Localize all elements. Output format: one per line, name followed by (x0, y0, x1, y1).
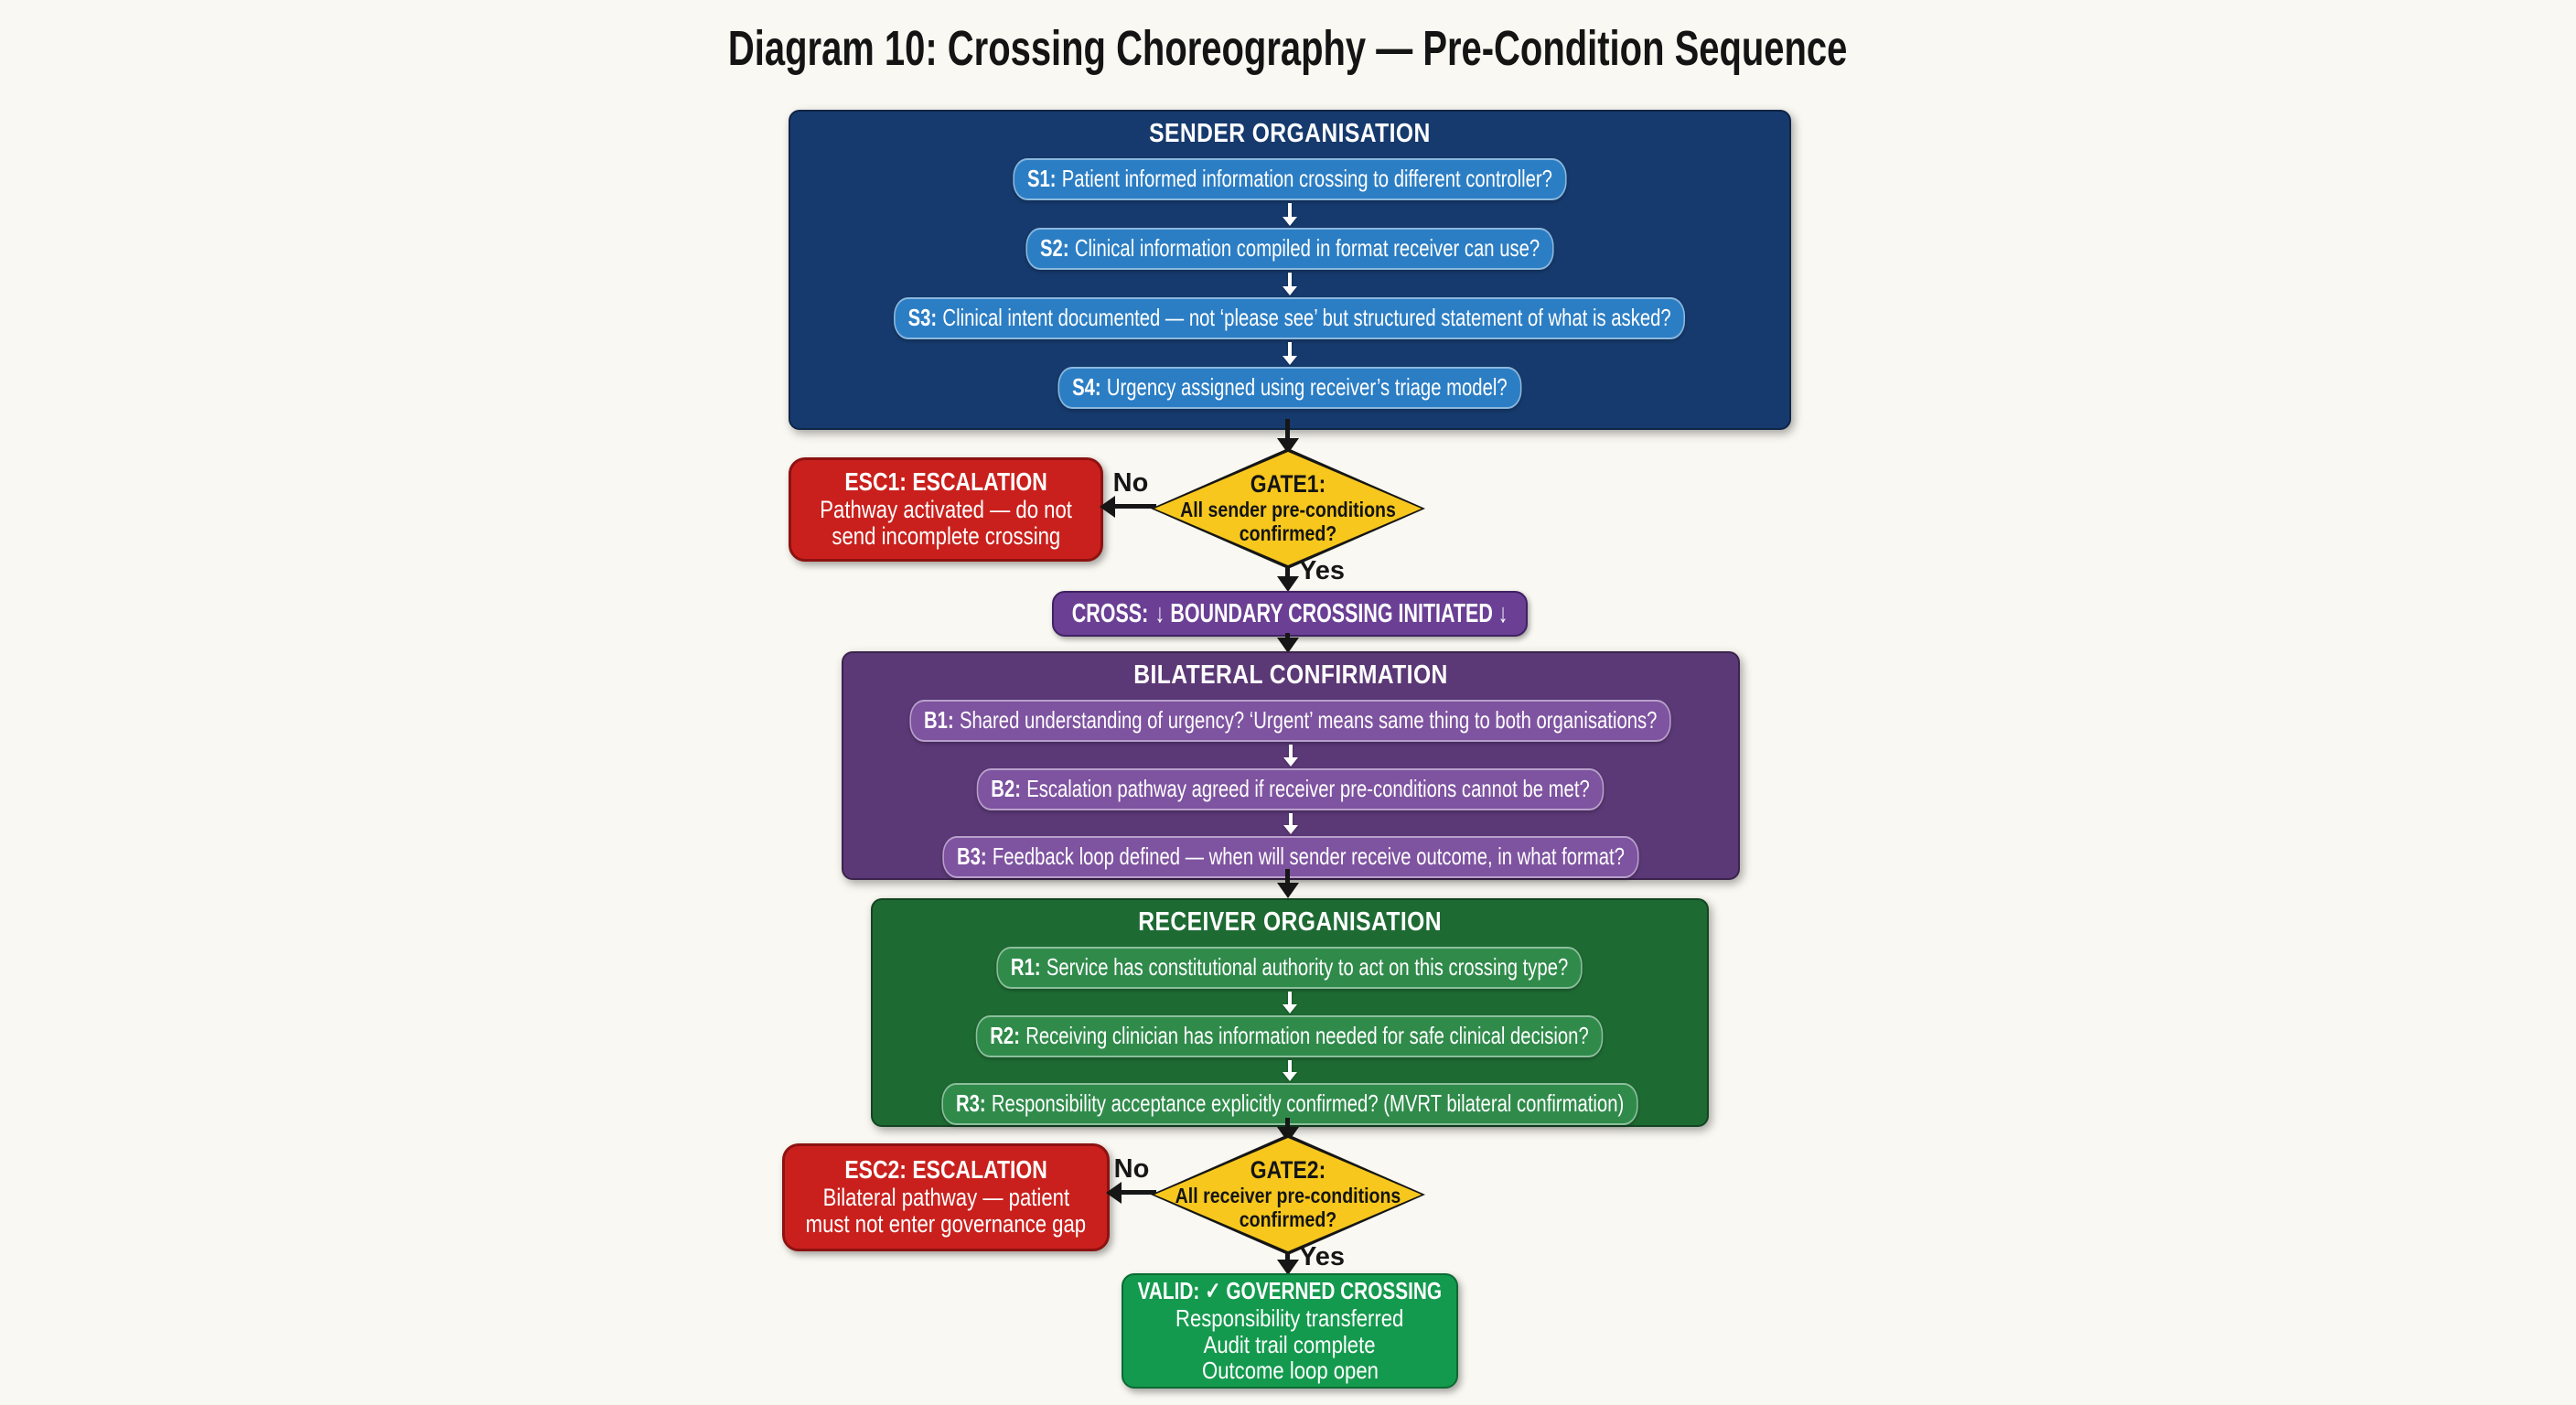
item-id: S2: (1039, 234, 1069, 263)
valid-line: Outcome loop open (1201, 1357, 1379, 1385)
gate2-diamond: GATE2: All receiver pre-conditions confi… (1151, 1134, 1425, 1255)
item-id: S4: (1072, 373, 1101, 402)
diagram-title: Diagram 10: Crossing Choreography — Pre-… (0, 20, 2576, 77)
item-text: Shared understanding of urgency? ‘Urgent… (960, 706, 1658, 735)
no-label: No (1113, 1154, 1150, 1184)
gate1-name: GATE1: (1250, 470, 1326, 499)
cross-banner: CROSS:↓ BOUNDARY CROSSING INITIATED ↓ (1052, 591, 1528, 637)
no-label: No (1112, 468, 1149, 498)
bilateral-item-b2: B2:Escalation pathway agreed if receiver… (977, 767, 1605, 810)
down-arrow-icon (1288, 1059, 1292, 1073)
valid-line: Responsibility transferred (1175, 1304, 1404, 1333)
flow-arrow (1285, 633, 1290, 638)
receiver-item-r1: R1:Service has constitutional authority … (996, 947, 1583, 990)
item-text: Patient informed information crossing to… (1061, 165, 1553, 193)
down-arrow-icon (1288, 992, 1292, 1004)
item-text: Clinical intent documented — not ‘please… (942, 304, 1672, 332)
bilateral-confirmation-box: BILATERAL CONFIRMATION B1:Shared underst… (842, 651, 1740, 880)
diagram-title-text: Diagram 10: Crossing Choreography — Pre-… (728, 21, 1848, 76)
item-text: Service has constitutional authority to … (1046, 953, 1569, 981)
esc1-box: ESC1: ESCALATION Pathway activated — do … (789, 457, 1103, 562)
cross-message: ↓ BOUNDARY CROSSING INITIATED ↓ (1154, 598, 1508, 628)
flow-arrow (1285, 869, 1290, 883)
valid-line: Audit trail complete (1204, 1330, 1376, 1358)
bilateral-item-b3: B3:Feedback loop defined — when will sen… (942, 836, 1639, 878)
down-arrow-icon (1288, 342, 1292, 357)
receiver-organisation-box: RECEIVER ORGANISATION R1:Service has con… (871, 898, 1709, 1127)
gate1-question: All sender pre-conditions (1180, 498, 1396, 522)
down-arrow-icon (1289, 812, 1293, 826)
item-id: B3: (957, 842, 987, 871)
gate2-name: GATE2: (1250, 1156, 1326, 1185)
sender-item-s2: S2:Clinical information compiled in form… (1025, 228, 1554, 271)
esc2-title: ESC2: ESCALATION (844, 1155, 1047, 1185)
gate2-question: All receiver pre-conditions (1175, 1184, 1401, 1208)
esc2-line: Bilateral pathway — patient (822, 1184, 1069, 1212)
valid-title: VALID: ✓ GOVERNED CROSSING (1137, 1277, 1443, 1305)
item-id: R3: (955, 1089, 986, 1118)
item-text: Feedback loop defined — when will sender… (992, 842, 1625, 871)
flow-arrow (1285, 1118, 1290, 1127)
item-id: R2: (990, 1021, 1021, 1049)
bilateral-item-b1: B1:Shared understanding of urgency? ‘Urg… (909, 700, 1672, 743)
no-arrow (1115, 504, 1156, 509)
down-arrow-icon (1288, 203, 1292, 218)
esc1-line: send incomplete crossing (832, 522, 1060, 551)
item-id: B2: (991, 774, 1022, 802)
gate1-diamond: GATE1: All sender pre-conditions confirm… (1151, 448, 1425, 569)
valid-box: VALID: ✓ GOVERNED CROSSING Responsibilit… (1122, 1273, 1458, 1389)
flow-arrow (1285, 567, 1290, 576)
gate2-question: confirmed? (1239, 1207, 1337, 1231)
esc2-box: ESC2: ESCALATION Bilateral pathway — pat… (782, 1143, 1110, 1251)
down-arrow-icon (1288, 273, 1292, 287)
item-text: Escalation pathway agreed if receiver pr… (1026, 774, 1591, 802)
receiver-item-r3: R3:Responsibility acceptance explicitly … (941, 1083, 1638, 1125)
yes-label: Yes (1299, 556, 1345, 585)
flow-arrow (1285, 419, 1290, 438)
sender-item-s4: S4:Urgency assigned using receiver’s tri… (1057, 367, 1522, 409)
flow-arrow (1285, 1253, 1290, 1260)
sender-item-s3: S3:Clinical intent documented — not ‘ple… (894, 297, 1686, 340)
receiver-item-r2: R2:Receiving clinician has information n… (976, 1014, 1604, 1057)
esc1-title: ESC1: ESCALATION (844, 467, 1047, 497)
receiver-header: RECEIVER ORGANISATION (1138, 907, 1442, 937)
item-id: B1: (924, 706, 954, 735)
item-text: Clinical information compiled in format … (1074, 234, 1540, 263)
gate1-text: GATE1: All sender pre-conditions confirm… (1172, 448, 1405, 569)
gate2-text: GATE2: All receiver pre-conditions confi… (1172, 1134, 1405, 1255)
no-arrow (1122, 1190, 1156, 1195)
sender-organisation-box: SENDER ORGANISATION S1:Patient informed … (789, 110, 1791, 430)
cross-text: CROSS:↓ BOUNDARY CROSSING INITIATED ↓ (1072, 599, 1508, 629)
item-text: Urgency assigned using receiver’s triage… (1107, 373, 1508, 402)
gate1-question: confirmed? (1239, 520, 1337, 545)
sender-item-s1: S1:Patient informed information crossing… (1013, 158, 1567, 201)
sender-header: SENDER ORGANISATION (1149, 119, 1431, 148)
bilateral-header: BILATERAL CONFIRMATION (1133, 660, 1448, 690)
item-text: Receiving clinician has information need… (1025, 1021, 1590, 1049)
item-id: R1: (1011, 953, 1042, 981)
item-id: S1: (1026, 165, 1057, 193)
item-text: Responsibility acceptance explicitly con… (991, 1089, 1625, 1118)
esc2-line: must not enter governance gap (805, 1210, 1087, 1239)
yes-label: Yes (1299, 1242, 1345, 1271)
cross-label: CROSS: (1071, 598, 1149, 628)
down-arrow-icon (1289, 745, 1293, 757)
esc1-line: Pathway activated — do not (820, 496, 1072, 524)
item-id: S3: (907, 304, 938, 332)
